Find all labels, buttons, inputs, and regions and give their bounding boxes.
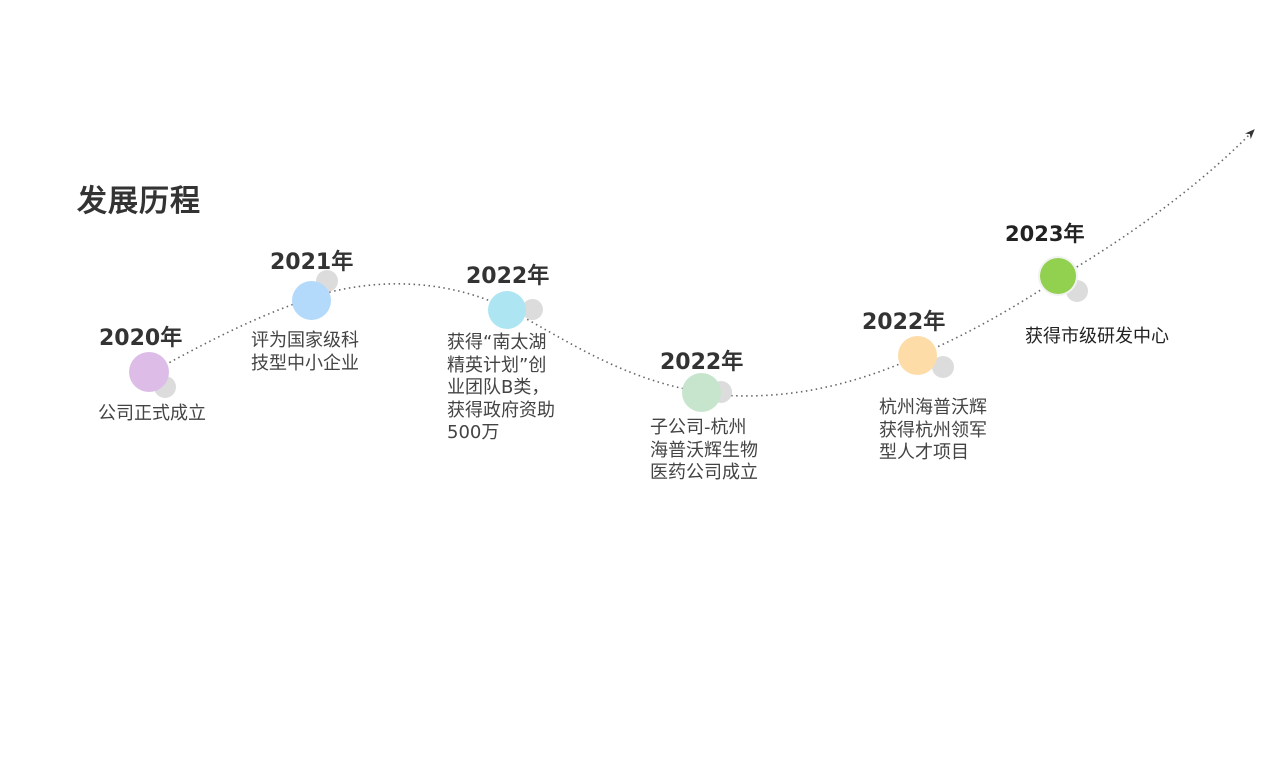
milestone-description: 杭州海普沃辉 获得杭州领军 型人才项目 [879,397,987,463]
milestone-year: 2023年 [1005,222,1085,246]
milestone-node [292,281,331,320]
node-shadow [522,299,543,320]
milestone-node [682,373,721,412]
timeline-curve [164,129,1255,397]
milestone-description: 获得市级研发中心 [1025,326,1169,347]
milestone-year: 2022年 [660,350,744,375]
node-shadow [932,356,954,378]
milestone-description: 公司正式成立 [98,403,206,424]
milestone-year: 2022年 [862,310,946,335]
milestone-node [488,291,526,329]
milestone-description: 子公司-杭州 海普沃辉生物 医药公司成立 [650,417,758,483]
milestone-description: 获得“南太湖 精英计划”创 业团队B类， 获得政府资助 500万 [447,332,555,443]
milestone-node [1040,258,1076,294]
milestone-node [898,336,937,375]
page-title: 发展历程 [77,184,201,219]
milestone-description: 评为国家级科 技型中小企业 [251,330,359,374]
milestone-year: 2021年 [270,250,354,275]
milestone-node [129,352,169,392]
milestone-year: 2020年 [99,326,183,351]
milestone-year: 2022年 [466,264,550,289]
